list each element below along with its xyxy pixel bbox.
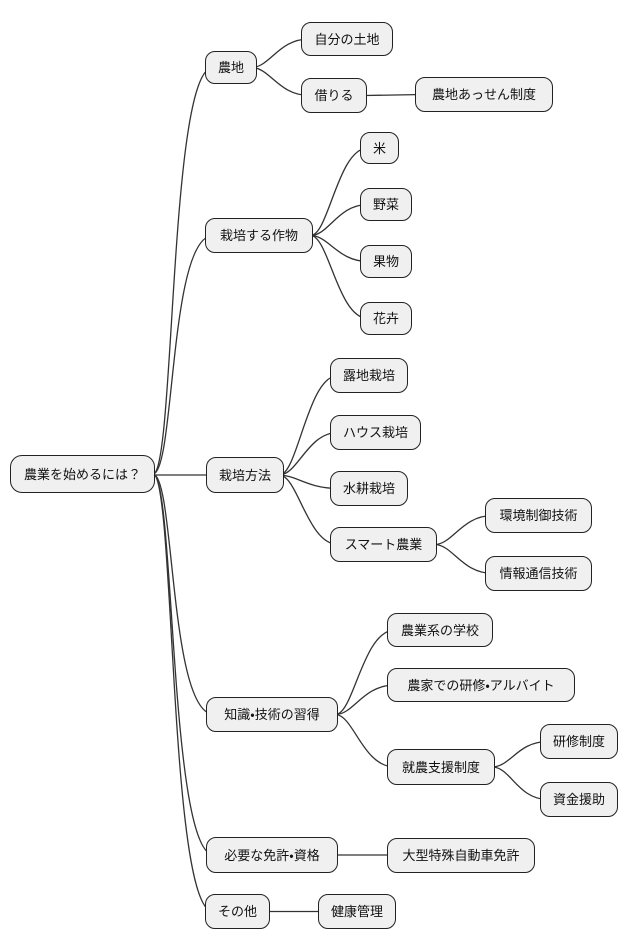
node-root-how-to-start-farming: 農業を始めるには？ <box>10 455 155 493</box>
node-required-licenses-qualifications: 必要な免許・資格 <box>206 837 338 873</box>
edge <box>335 684 396 716</box>
node-training-program: 研修制度 <box>540 724 619 759</box>
edge <box>335 713 396 768</box>
edge <box>152 473 215 716</box>
node-farming-support-system: 就農支援制度 <box>387 749 495 785</box>
node-open-field-cultivation: 露地栽培 <box>330 358 409 393</box>
node-financial-aid: 資金援助 <box>540 782 619 817</box>
node-environment-control-technology: 環境制御技術 <box>485 498 592 533</box>
node-agricultural-school: 農業系の学校 <box>387 613 493 647</box>
node-vegetables: 野菜 <box>360 188 413 221</box>
edge <box>279 474 339 546</box>
node-health-management: 健康管理 <box>318 894 397 929</box>
node-cultivation-method: 栽培方法 <box>206 457 285 493</box>
edge <box>279 374 339 476</box>
node-farmland: 農地 <box>205 51 258 84</box>
node-farm-training-parttime: 農家での研修・アルバイト <box>387 668 575 702</box>
node-fruits: 果物 <box>360 245 413 278</box>
edge <box>152 473 215 856</box>
edge <box>335 629 396 716</box>
node-large-special-vehicle-license: 大型特殊自動車免許 <box>387 838 535 873</box>
edge <box>152 234 214 475</box>
node-flowers: 花卉 <box>360 302 413 335</box>
edge <box>310 234 369 320</box>
node-smart-agriculture: スマート農業 <box>330 527 437 562</box>
node-rent-land: 借りる <box>301 78 367 113</box>
node-hydroponics: 水耕栽培 <box>330 471 409 506</box>
node-others: その他 <box>205 894 271 929</box>
node-knowledge-skill-acquisition: 知識・技術の習得 <box>206 697 338 732</box>
node-crops-to-grow: 栽培する作物 <box>205 218 313 253</box>
node-greenhouse-cultivation: ハウス栽培 <box>330 415 422 450</box>
node-farmland-mediation-system: 農地あっせん制度 <box>415 77 553 112</box>
edge <box>152 473 214 913</box>
edge <box>152 66 214 475</box>
edge <box>279 431 339 476</box>
node-rice: 米 <box>360 132 400 164</box>
edge <box>310 147 369 237</box>
edge <box>364 93 424 97</box>
node-own-land: 自分の土地 <box>301 22 393 56</box>
node-information-communication-technology: 情報通信技術 <box>485 556 592 591</box>
